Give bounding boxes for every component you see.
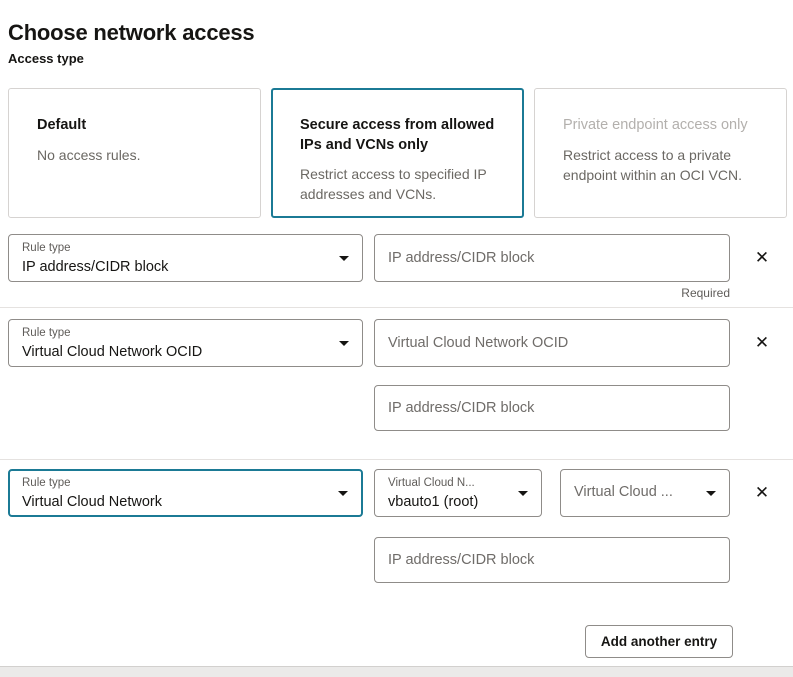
- close-icon: ✕: [754, 248, 770, 267]
- vcn-select-label: Virtual Cloud N...: [388, 477, 475, 489]
- remove-rule-button-1[interactable]: ✕: [748, 245, 776, 271]
- chevron-down-icon: [706, 491, 716, 496]
- rule-type-select-1[interactable]: Rule type IP address/CIDR block: [8, 234, 363, 282]
- page-title: Choose network access: [8, 19, 255, 45]
- vcn-ocid-input-wrap: [374, 319, 730, 367]
- ip-cidr-input-wrap-1: [374, 234, 730, 282]
- rule-type-select-value: Virtual Cloud Network OCID: [22, 343, 203, 360]
- rule-type-select-label: Rule type: [22, 327, 71, 339]
- ip-cidr-input-1[interactable]: [388, 250, 716, 266]
- rule-divider: [0, 459, 793, 460]
- ip-cidr-input-wrap-2: [374, 385, 730, 431]
- rule-divider: [0, 307, 793, 308]
- close-icon: ✕: [754, 333, 770, 352]
- access-card-description: No access rules.: [37, 146, 141, 163]
- access-card-secure-allowed[interactable]: Secure access from allowed IPs and VCNs …: [271, 88, 524, 218]
- remove-rule-button-2[interactable]: ✕: [748, 330, 776, 356]
- ip-cidr-input-3[interactable]: [388, 552, 716, 568]
- rule-type-select-label: Rule type: [22, 242, 71, 254]
- access-card-title: Secure access from allowed IPs and VCNs …: [300, 117, 495, 153]
- access-card-title: Private endpoint access only: [563, 117, 748, 133]
- access-card-default[interactable]: Default No access rules.: [8, 88, 261, 218]
- ip-cidr-input-wrap-3: [374, 537, 730, 583]
- add-another-entry-button[interactable]: Add another entry: [585, 625, 733, 658]
- chevron-down-icon: [338, 491, 348, 496]
- required-hint: Required: [681, 286, 730, 300]
- access-card-title: Default: [37, 117, 87, 133]
- remove-rule-button-3[interactable]: ✕: [748, 480, 776, 506]
- access-card-private-endpoint[interactable]: Private endpoint access only Restrict ac…: [534, 88, 787, 218]
- vcn-select[interactable]: Virtual Cloud ...: [560, 469, 730, 517]
- vcn-select-value: vbauto1 (root): [388, 493, 479, 510]
- vcn-ocid-input[interactable]: [388, 335, 716, 351]
- rule-type-select-value: Virtual Cloud Network: [22, 493, 162, 510]
- access-card-description: Restrict access to a private endpoint wi…: [563, 146, 742, 183]
- rule-type-select-3[interactable]: Rule type Virtual Cloud Network: [8, 469, 363, 517]
- chevron-down-icon: [339, 341, 349, 346]
- access-card-description: Restrict access to specified IP addresse…: [300, 166, 487, 203]
- vcn-select-placeholder: Virtual Cloud ...: [574, 484, 673, 501]
- close-icon: ✕: [754, 483, 770, 502]
- ip-cidr-input-2[interactable]: [388, 400, 716, 416]
- dialog-footer-edge: [0, 666, 793, 677]
- access-type-label: Access type: [8, 51, 84, 66]
- chevron-down-icon: [339, 256, 349, 261]
- vcn-compartment-select[interactable]: Virtual Cloud N... vbauto1 (root): [374, 469, 542, 517]
- access-type-cards: Default No access rules. Secure access f…: [8, 88, 787, 218]
- rule-type-select-2[interactable]: Rule type Virtual Cloud Network OCID: [8, 319, 363, 367]
- rule-type-select-value: IP address/CIDR block: [22, 258, 169, 275]
- chevron-down-icon: [518, 491, 528, 496]
- rule-type-select-label: Rule type: [22, 477, 71, 489]
